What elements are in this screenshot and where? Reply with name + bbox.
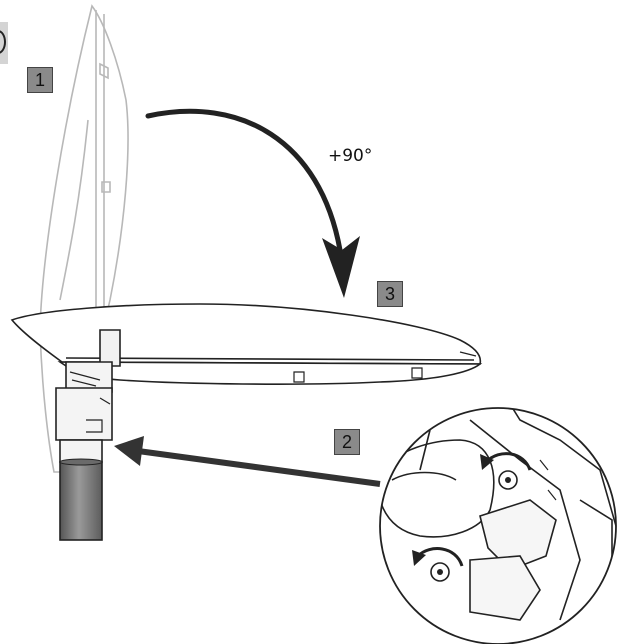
- rotation-arrow: [145, 108, 360, 298]
- pole: [59, 439, 103, 541]
- step-badge-3: 3: [377, 281, 403, 307]
- mounting-adaptor: [55, 361, 113, 441]
- screw-upper: [480, 452, 532, 490]
- detail-zoom: [379, 407, 617, 644]
- detail-arrow: [114, 436, 381, 487]
- step-badge-2: 2: [334, 429, 360, 455]
- rotation-angle-label: +90°: [328, 146, 373, 166]
- partial-figure-mark: [0, 22, 8, 64]
- step-badge-1: 1: [27, 67, 53, 93]
- screw-lower: [412, 547, 464, 582]
